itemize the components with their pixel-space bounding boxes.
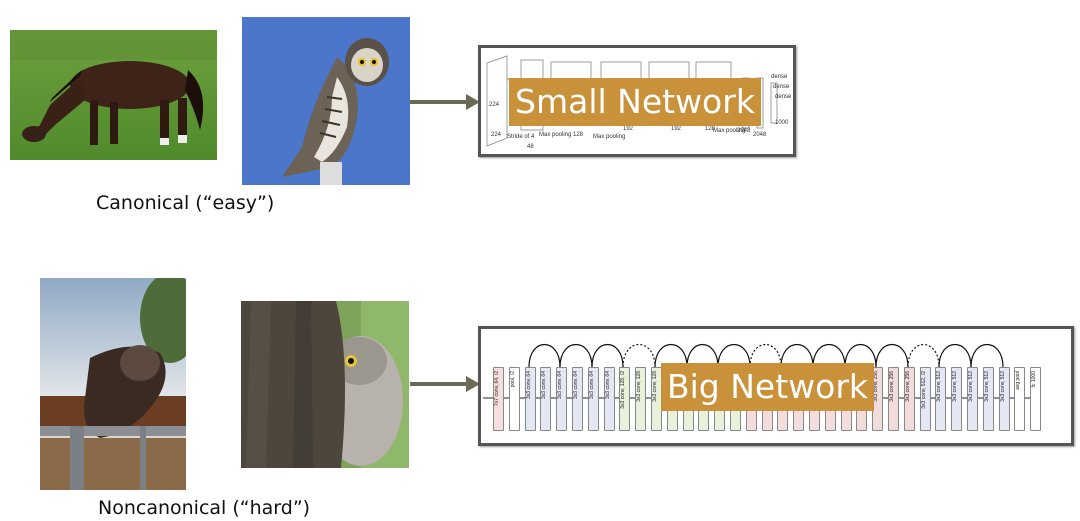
resnet-layer-label-33: avg pool <box>1015 371 1021 390</box>
resnet-skip-arc-6 <box>717 343 751 368</box>
resnet-skip-arc-8 <box>780 343 814 368</box>
resnet-layer-0 <box>493 367 504 431</box>
resnet-layer-label-5: 3x3 conv, 64 <box>573 371 579 399</box>
small-net-fragment-1000: 1000 <box>775 120 789 126</box>
resnet-layer-29 <box>951 367 962 431</box>
noncanonical-caption: Noncanonical (“hard”) <box>98 497 311 519</box>
owl-perched-photo <box>242 17 410 185</box>
small-net-fragment-dense-2: dense <box>773 84 790 90</box>
resnet-skip-arc-0 <box>528 343 561 368</box>
resnet-layer-8 <box>619 367 630 431</box>
small-net-fragment-192-a: 192 <box>623 126 634 132</box>
small-network-box: Max pooling Max pooling Max pooling dens… <box>478 45 796 157</box>
resnet-layer-label-4: 3x3 conv, 64 <box>557 371 563 399</box>
small-net-fragment-maxpool-3: Max pooling <box>713 128 746 134</box>
resnet-layer-label-3: 3x3 conv, 64 <box>541 371 547 399</box>
resnet-skip-arc-5 <box>686 343 719 368</box>
small-net-fragment-dense-1: dense <box>771 74 788 80</box>
small-net-fragment-2048-b: 2048 <box>753 132 767 138</box>
resnet-layer-28 <box>935 367 946 431</box>
arrow-to-big-network <box>410 376 480 392</box>
small-net-fragment-stride: Stride of 4 <box>507 134 535 140</box>
resnet-layer-label-10: 3x3 conv, 128 <box>652 371 658 402</box>
resnet-layer-25 <box>888 367 899 431</box>
resnet-skip-arc-10 <box>844 343 877 368</box>
resnet-skip-arc-13 <box>938 343 972 368</box>
resnet-layer-label-8: 3x3 conv, 128, /2 <box>620 371 626 409</box>
resnet-layer-label-27: 3x3 conv, 512, /2 <box>921 371 927 409</box>
resnet-layer-label-0: 7x7 conv, 64, /2 <box>494 371 500 406</box>
resnet-layer-label-32: 3x3 conv, 512 <box>1000 371 1006 402</box>
resnet-layer-label-30: 3x3 conv, 512 <box>968 371 974 402</box>
resnet-layer-label-34: fc 1000 <box>1031 371 1037 388</box>
resnet-layer-6 <box>588 367 599 431</box>
resnet-layer-label-29: 3x3 conv, 512 <box>952 371 958 402</box>
small-net-fragment-maxpool-2: Max pooling <box>593 134 626 140</box>
resnet-layer-label-9: 3x3 conv, 128 <box>636 371 642 402</box>
small-network-label: Small Network <box>509 78 761 126</box>
resnet-skip-arc-1 <box>559 343 593 368</box>
small-net-fragment-224-b: 224 <box>491 132 502 138</box>
resnet-layer-1 <box>509 367 520 431</box>
big-network-box: 7x7 conv, 64, /2 pool, /2 3x3 conv, 64 3x3 … <box>478 326 1074 446</box>
resnet-skip-arc-14 <box>970 343 1004 368</box>
resnet-skip-arc-9 <box>812 343 846 368</box>
small-net-fragment-2048-a: 2048 <box>737 128 751 134</box>
small-net-fragment-dense-3: dense <box>775 94 792 100</box>
small-net-fragment-128-b: 128 <box>705 126 716 132</box>
resnet-layer-label-25: 3x3 conv, 256 <box>889 371 895 402</box>
resnet-layer-label-1: pool, /2 <box>510 371 516 388</box>
resnet-layer-7 <box>604 367 615 431</box>
resnet-layer-2 <box>525 367 536 431</box>
big-network-label: Big Network <box>661 363 875 411</box>
resnet-layer-4 <box>556 367 567 431</box>
horse-closeup-photo <box>40 278 186 490</box>
resnet-layer-31 <box>983 367 994 431</box>
resnet-layer-5 <box>572 367 583 431</box>
resnet-layer-3 <box>540 367 551 431</box>
canonical-caption: Canonical (“easy”) <box>96 192 275 214</box>
resnet-layer-label-6: 3x3 conv, 64 <box>589 371 595 399</box>
resnet-layer-26 <box>904 367 915 431</box>
owl-behind-tree-photo <box>241 301 409 468</box>
resnet-layer-27 <box>920 367 931 431</box>
small-net-fragment-48: 48 <box>527 144 534 150</box>
small-net-fragment-192-b: 192 <box>671 126 682 132</box>
resnet-layer-label-7: 3x3 conv, 64 <box>605 371 611 399</box>
resnet-layer-9 <box>635 367 646 431</box>
resnet-layer-label-2: 3x3 conv, 64 <box>526 371 532 399</box>
resnet-skip-arc-12 <box>907 343 940 368</box>
resnet-layer-34 <box>1030 367 1041 431</box>
resnet-layer-label-28: 3x3 conv, 512 <box>936 371 942 402</box>
resnet-layer-30 <box>967 367 978 431</box>
resnet-skip-arc-11 <box>875 343 909 368</box>
small-net-fragment-128-a: 128 <box>573 132 584 138</box>
resnet-skip-arc-3 <box>622 343 656 368</box>
small-net-fragment-224-a: 224 <box>489 102 500 108</box>
resnet-skip-arc-7 <box>749 343 782 368</box>
horse-grazing-photo <box>10 30 217 160</box>
arrow-to-small-network <box>410 94 480 110</box>
resnet-layer-label-31: 3x3 conv, 512 <box>984 371 990 402</box>
resnet-layer-33 <box>1014 367 1025 431</box>
resnet-skip-arc-2 <box>591 343 624 368</box>
small-net-fragment-maxpool-1: Max pooling <box>539 132 572 138</box>
resnet-skip-arc-4 <box>654 343 688 368</box>
resnet-layer-label-26: 3x3 conv, 256 <box>905 371 911 402</box>
resnet-layer-32 <box>999 367 1010 431</box>
